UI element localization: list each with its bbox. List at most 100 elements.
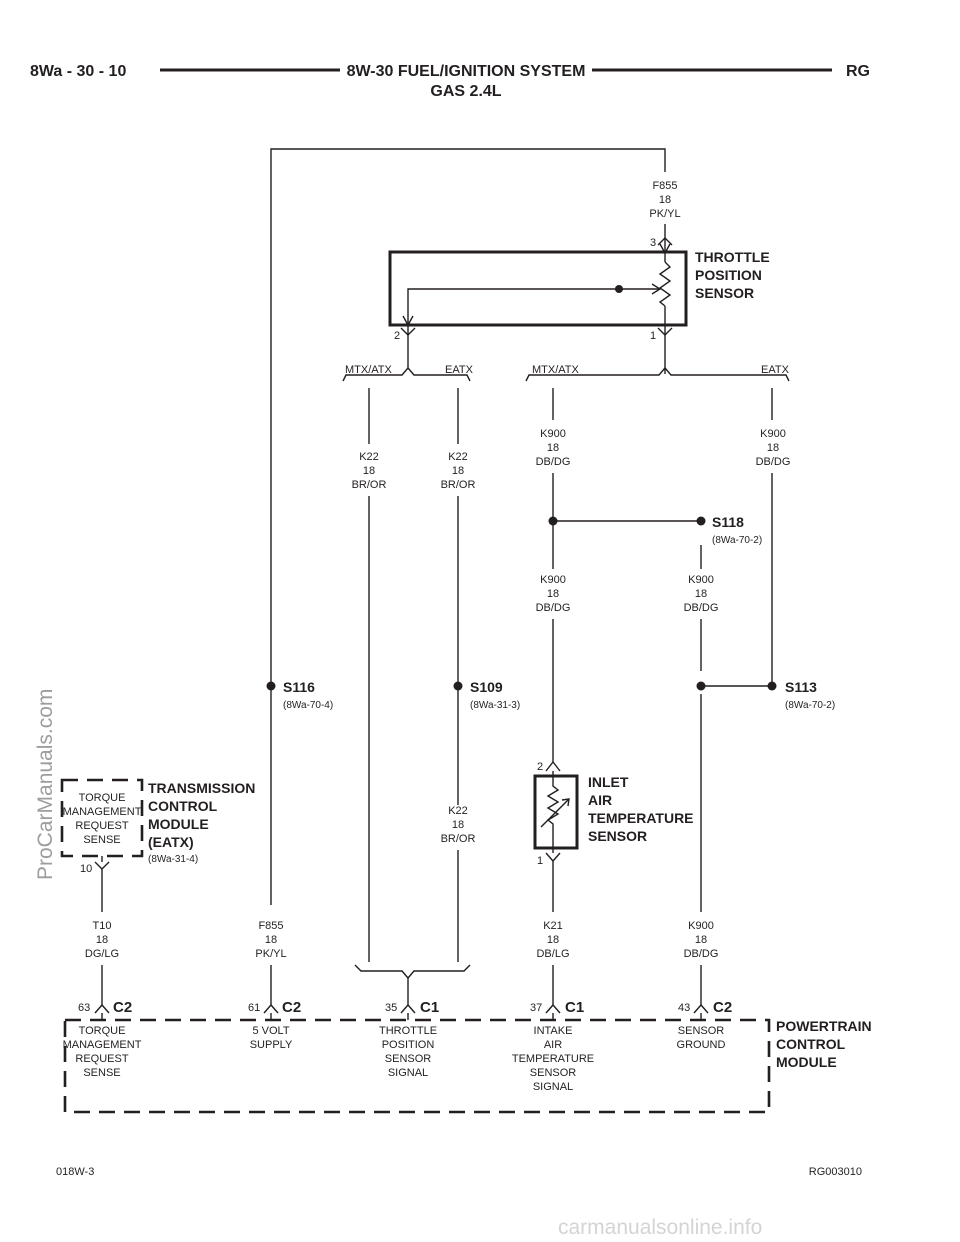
svg-text:K900: K900 xyxy=(688,574,714,586)
svg-text:CONTROL: CONTROL xyxy=(148,798,218,814)
svg-text:K900: K900 xyxy=(760,428,786,440)
tps-pin-1: 1 xyxy=(650,330,656,342)
svg-text:BR/OR: BR/OR xyxy=(352,479,387,491)
svg-text:K22: K22 xyxy=(448,805,468,817)
svg-text:SENSOR: SENSOR xyxy=(530,1067,577,1079)
svg-text:DB/LG: DB/LG xyxy=(536,948,569,960)
header-title: 8W-30 FUEL/IGNITION SYSTEM xyxy=(347,63,586,80)
svg-text:S116: S116 xyxy=(283,679,315,695)
svg-text:MANAGEMENT: MANAGEMENT xyxy=(63,1039,142,1051)
svg-text:DB/DG: DB/DG xyxy=(756,456,791,468)
wire-f855 xyxy=(270,148,666,905)
iat-pin-1: 1 xyxy=(537,855,543,867)
svg-text:18: 18 xyxy=(452,465,464,477)
svg-text:MTX/ATX: MTX/ATX xyxy=(345,364,393,376)
svg-text:SENSOR: SENSOR xyxy=(678,1025,725,1037)
svg-text:C2: C2 xyxy=(282,999,301,1016)
svg-text:18: 18 xyxy=(547,588,559,600)
footer-figure-code: 018W-3 xyxy=(56,1166,94,1178)
svg-text:MTX/ATX: MTX/ATX xyxy=(532,364,580,376)
svg-text:PK/YL: PK/YL xyxy=(649,208,680,220)
svg-text:AIR: AIR xyxy=(544,1039,562,1051)
svg-text:18: 18 xyxy=(767,442,779,454)
powertrain-control-module xyxy=(63,1018,771,1114)
svg-text:SENSE: SENSE xyxy=(83,834,120,846)
svg-text:MODULE: MODULE xyxy=(148,816,209,832)
tps-resistor-icon xyxy=(658,252,672,325)
svg-text:MODULE: MODULE xyxy=(776,1054,837,1070)
splice-s116 xyxy=(266,681,276,691)
svg-text:K22: K22 xyxy=(448,451,468,463)
svg-text:5 VOLT: 5 VOLT xyxy=(252,1025,289,1037)
side-watermark: ProCarManuals.com xyxy=(34,689,57,880)
pcm-pin-43: 43 C2 xyxy=(678,999,732,1020)
svg-text:K22: K22 xyxy=(359,451,379,463)
svg-text:K900: K900 xyxy=(688,920,714,932)
svg-text:INLET: INLET xyxy=(588,774,629,790)
svg-text:BR/OR: BR/OR xyxy=(441,833,476,845)
svg-text:63: 63 xyxy=(78,1002,90,1014)
svg-text:18: 18 xyxy=(363,465,375,477)
svg-text:BR/OR: BR/OR xyxy=(441,479,476,491)
svg-text:TORQUE: TORQUE xyxy=(79,792,126,804)
splice-s118 xyxy=(696,516,706,526)
svg-text:SIGNAL: SIGNAL xyxy=(388,1067,428,1079)
svg-text:TRANSMISSION: TRANSMISSION xyxy=(148,780,255,796)
pcm-pin-63: 63 C2 xyxy=(78,999,132,1020)
svg-text:F855: F855 xyxy=(652,180,677,192)
pcm-pin-35: 35 C1 xyxy=(385,999,439,1020)
bottom-watermark: carmanualsonline.info xyxy=(558,1216,762,1239)
pcm-pin-61: 61 C2 xyxy=(248,999,301,1020)
splice-s113 xyxy=(767,681,777,691)
svg-text:TEMPERATURE: TEMPERATURE xyxy=(588,810,694,826)
svg-text:(8Wa-31-3): (8Wa-31-3) xyxy=(470,700,520,711)
svg-text:18: 18 xyxy=(265,934,277,946)
svg-text:(8Wa-70-2): (8Wa-70-2) xyxy=(785,700,835,711)
svg-text:C1: C1 xyxy=(420,999,439,1016)
svg-text:18: 18 xyxy=(695,588,707,600)
svg-text:(EATX): (EATX) xyxy=(148,834,194,850)
svg-text:(8Wa-70-2): (8Wa-70-2) xyxy=(712,535,762,546)
svg-text:C2: C2 xyxy=(713,999,732,1016)
svg-text:AIR: AIR xyxy=(588,792,612,808)
svg-text:C2: C2 xyxy=(113,999,132,1016)
svg-text:EATX: EATX xyxy=(761,364,790,376)
inlet-air-temperature-sensor xyxy=(533,774,579,850)
transmission-control-module xyxy=(60,778,144,858)
svg-text:POWERTRAIN: POWERTRAIN xyxy=(776,1018,872,1034)
svg-text:TORQUE: TORQUE xyxy=(79,1025,126,1037)
svg-text:K900: K900 xyxy=(540,428,566,440)
svg-text:PK/YL: PK/YL xyxy=(255,948,286,960)
svg-text:S113: S113 xyxy=(785,679,817,695)
svg-text:SENSOR: SENSOR xyxy=(385,1053,432,1065)
svg-text:18: 18 xyxy=(96,934,108,946)
svg-text:THROTTLE: THROTTLE xyxy=(695,249,770,265)
svg-text:DB/DG: DB/DG xyxy=(684,948,719,960)
svg-text:F855: F855 xyxy=(258,920,283,932)
svg-text:S118: S118 xyxy=(712,514,744,530)
svg-text:REQUEST: REQUEST xyxy=(75,820,128,832)
tps-pin-2: 2 xyxy=(394,330,400,342)
svg-text:18: 18 xyxy=(547,442,559,454)
iat-thermistor-icon xyxy=(546,776,560,848)
page-number: 8Wa - 30 - 10 xyxy=(30,63,126,80)
svg-text:DG/LG: DG/LG xyxy=(85,948,119,960)
svg-text:35: 35 xyxy=(385,1002,397,1014)
svg-text:REQUEST: REQUEST xyxy=(75,1053,128,1065)
svg-text:(8Wa-31-4): (8Wa-31-4) xyxy=(148,854,198,865)
svg-text:SENSOR: SENSOR xyxy=(588,828,647,844)
option-bracket-tps1 xyxy=(525,366,790,382)
svg-text:K21: K21 xyxy=(543,920,563,932)
tps-pin-3: 3 xyxy=(650,237,656,249)
pcm-pin-37: 37 C1 xyxy=(530,999,584,1020)
svg-text:CONTROL: CONTROL xyxy=(776,1036,846,1052)
svg-text:C1: C1 xyxy=(565,999,584,1016)
svg-text:POSITION: POSITION xyxy=(382,1039,435,1051)
svg-text:POSITION: POSITION xyxy=(695,267,762,283)
svg-text:43: 43 xyxy=(678,1002,690,1014)
svg-text:K900: K900 xyxy=(540,574,566,586)
svg-text:SUPPLY: SUPPLY xyxy=(250,1039,293,1051)
svg-text:18: 18 xyxy=(659,194,671,206)
tcm-pin-10: 10 xyxy=(80,863,92,875)
svg-text:DB/DG: DB/DG xyxy=(536,456,571,468)
